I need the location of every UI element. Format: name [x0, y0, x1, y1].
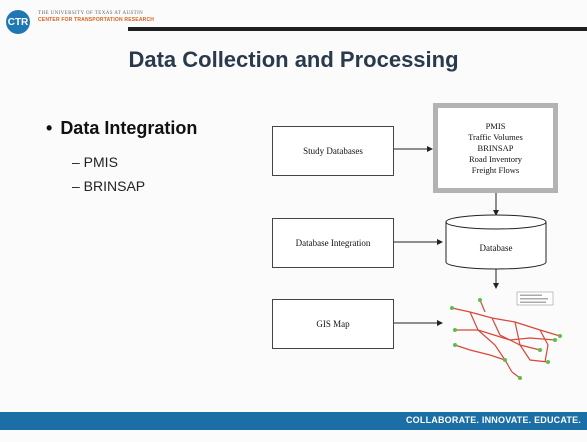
- database-label: Database: [479, 243, 513, 253]
- data-sources-box: PMIS Traffic Volumes BRINSAP Road Invent…: [433, 103, 558, 193]
- source-traffic-volumes: Traffic Volumes: [468, 131, 523, 142]
- source-brinsap: BRINSAP: [477, 142, 514, 153]
- bullet-data-integration: • Data Integration: [46, 118, 197, 139]
- source-freight-flows: Freight Flows: [471, 164, 520, 175]
- sub-bullet-brinsap: – BRINSAP: [72, 178, 146, 194]
- footer-bar: COLLABORATE. INNOVATE. EDUCATE.: [0, 412, 587, 430]
- center-name: CENTER FOR TRANSPORTATION RESEARCH: [38, 17, 155, 23]
- slide-title: Data Collection and Processing: [128, 47, 459, 72]
- ctr-logo-icon: CTR: [6, 10, 30, 34]
- footer-tagline: COLLABORATE. INNOVATE. EDUCATE.: [405, 415, 581, 425]
- university-name: THE UNIVERSITY OF TEXAS AT AUSTIN: [38, 11, 144, 16]
- bullet-marker: •: [46, 118, 53, 138]
- study-databases-box: Study Databases: [272, 126, 394, 176]
- texas-freight-map: [450, 291, 562, 380]
- database-cylinder: [445, 214, 547, 270]
- header-rule: [128, 27, 587, 31]
- database-integration-box: Database Integration: [272, 218, 394, 268]
- sub-bullet-pmis: – PMIS: [72, 154, 118, 170]
- source-pmis: PMIS: [485, 120, 506, 131]
- gis-map-box: GIS Map: [272, 299, 394, 349]
- source-road-inventory: Road Inventory: [468, 153, 523, 164]
- bullet-label: Data Integration: [60, 118, 198, 138]
